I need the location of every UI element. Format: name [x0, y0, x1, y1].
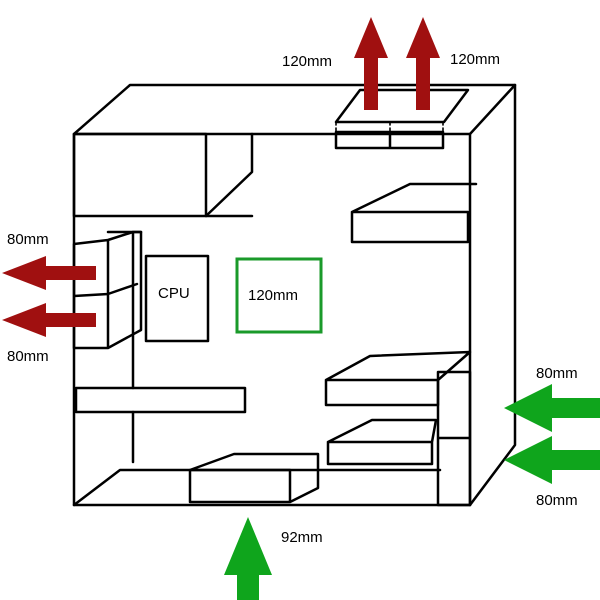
exhaust-arrow-rear-upper — [2, 256, 96, 290]
front-drive-cage — [436, 370, 472, 507]
intake-arrow-front-upper — [504, 384, 600, 432]
label-exhaust-rear-upper: 80mm — [7, 231, 49, 248]
middle-drive-bay — [324, 350, 472, 407]
label-cpu: CPU — [158, 285, 190, 302]
case-side-panel — [468, 83, 517, 507]
label-intake-front-upper: 80mm — [536, 365, 578, 382]
motherboard-lines — [131, 214, 254, 464]
lower-drive-bay — [326, 418, 438, 466]
label-exhaust-top-right: 120mm — [450, 51, 501, 68]
bottom-shroud — [188, 452, 320, 504]
expansion-slot-bar — [74, 386, 247, 414]
label-side-fan: 120mm — [248, 287, 299, 304]
side-fan-outline — [235, 257, 323, 334]
top-fan-dashed — [335, 121, 444, 133]
intake-arrow-front-lower — [504, 436, 600, 484]
upper-drive-bay — [350, 182, 478, 244]
exhaust-arrow-rear-lower — [2, 303, 96, 337]
rear-fan-frames — [72, 230, 143, 350]
label-exhaust-rear-lower: 80mm — [7, 348, 49, 365]
top-fan-frames — [334, 130, 445, 150]
label-intake-front-lower: 80mm — [536, 492, 578, 509]
psu-unit — [72, 132, 254, 218]
top-fan-bay — [334, 88, 470, 124]
label-exhaust-top-left: 120mm — [282, 53, 333, 70]
case-bottom-floor — [72, 468, 442, 507]
case-top-panel — [72, 83, 517, 136]
intake-arrow-bottom — [224, 517, 272, 600]
label-intake-bottom: 92mm — [281, 529, 323, 546]
exhaust-arrow-top-left — [354, 17, 388, 110]
rear-fan-bracket — [106, 230, 143, 390]
exhaust-arrow-top-right — [406, 17, 440, 110]
cpu-socket — [144, 254, 210, 343]
